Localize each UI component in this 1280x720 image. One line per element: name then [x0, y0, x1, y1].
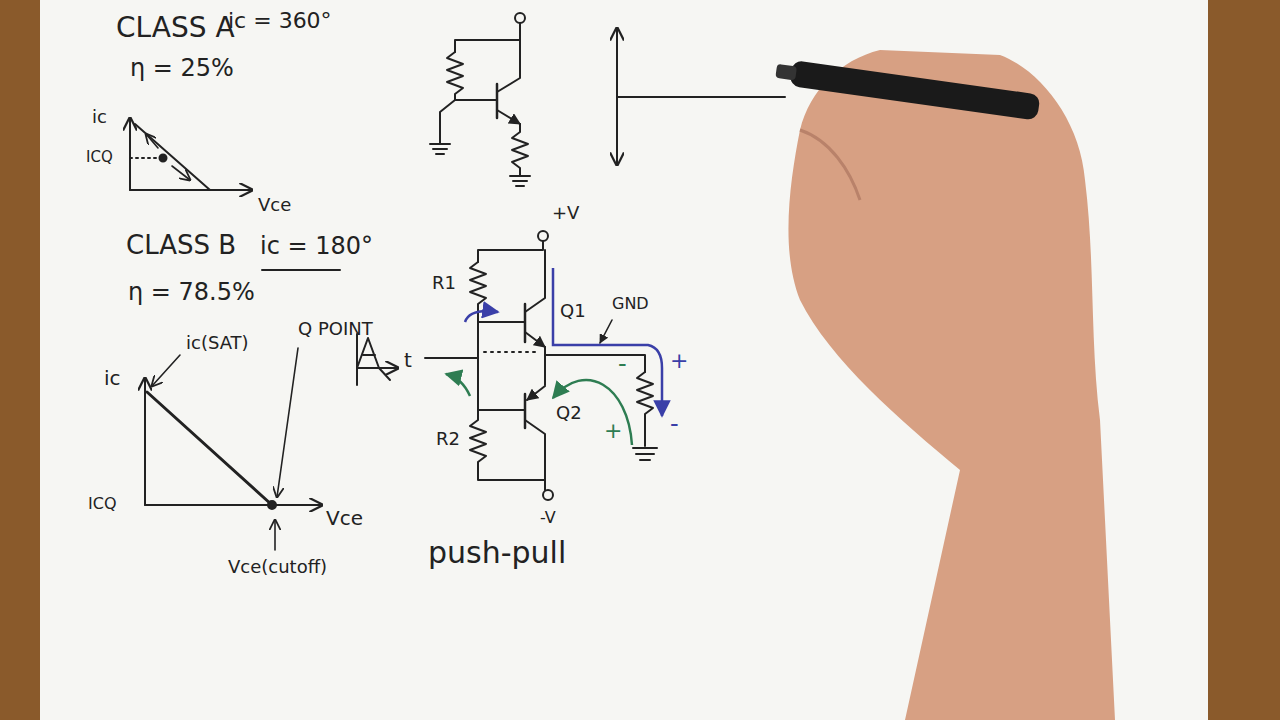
- current-arrow: [553, 380, 632, 445]
- terminal-label: +V: [552, 204, 579, 222]
- polarity-sign: -: [618, 352, 627, 376]
- hand: [774, 50, 1115, 720]
- circuit-title: push-pull: [428, 538, 566, 568]
- terminal-label: -V: [540, 510, 556, 526]
- efficiency: η = 78.5%: [128, 280, 255, 304]
- polarity-sign: +: [604, 420, 622, 442]
- axis-label: Vce: [258, 196, 291, 214]
- axis-label: ic: [92, 108, 107, 126]
- current-arrow: [446, 374, 470, 396]
- common-emitter-circuit: [430, 13, 530, 186]
- axis-label: ICQ: [88, 496, 116, 512]
- node-label: GND: [612, 296, 649, 312]
- polarity-sign: -: [670, 412, 679, 436]
- point-label: Q POINT: [298, 320, 373, 338]
- input-waveform: [357, 334, 398, 385]
- point-label: ic(SAT): [186, 334, 249, 352]
- part-name: Q2: [556, 404, 582, 422]
- current-arrow: [553, 268, 662, 416]
- axis-label: Vce: [326, 508, 363, 528]
- paper: [40, 0, 1208, 720]
- axis-sketch: [617, 28, 785, 165]
- load-line-graph: [145, 348, 322, 550]
- heading: CLASS B: [126, 232, 236, 258]
- part-name: Q1: [560, 302, 586, 320]
- part-name: R2: [436, 430, 460, 448]
- point-label: Vce(cutoff): [228, 558, 327, 576]
- axis-label: ICQ: [86, 150, 113, 165]
- polarity-sign: +: [670, 350, 688, 372]
- axis-label: ic: [104, 368, 121, 388]
- load-line-graph: [130, 118, 252, 190]
- push-pull-circuit: [425, 231, 657, 500]
- part-name: R1: [432, 274, 456, 292]
- conduction-angle: ic = 360°: [228, 10, 332, 32]
- conduction-angle: ic = 180°: [260, 234, 373, 258]
- underline: [262, 269, 340, 271]
- heading: CLASS A: [116, 14, 235, 42]
- efficiency: η = 25%: [130, 56, 234, 80]
- axis-label: t: [404, 350, 412, 370]
- current-arrow: [465, 311, 498, 322]
